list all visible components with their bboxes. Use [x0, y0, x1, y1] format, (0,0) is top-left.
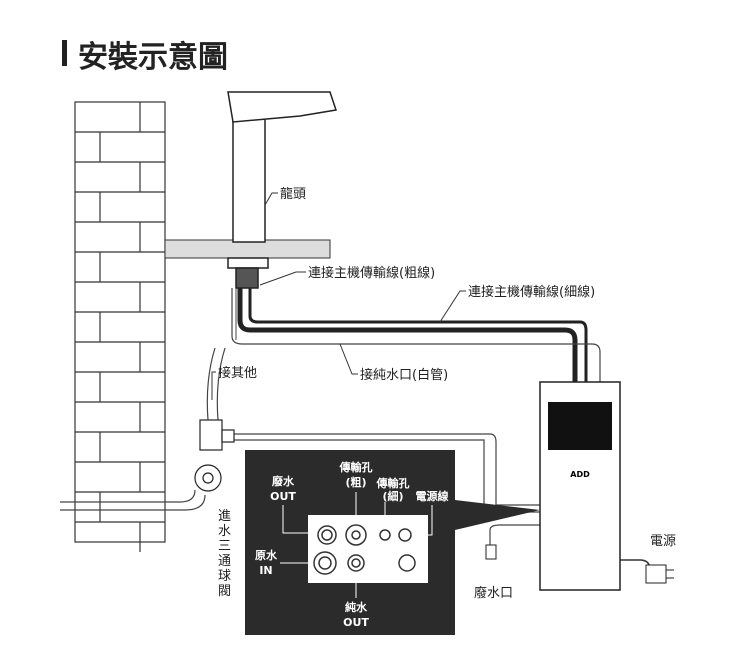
label-raw-in-en: IN — [259, 564, 272, 577]
label-pure-out-en: OUT — [343, 616, 369, 629]
label-port-thick-sub: (粗) — [345, 475, 366, 489]
panel-pointer — [455, 500, 540, 530]
label-connect-other: 接其他 — [218, 365, 257, 381]
label-drain: 廢水口 — [474, 586, 513, 601]
label-faucet: 龍頭 — [280, 186, 306, 202]
label-thick-cable: 連接主機傳輸線(粗線) — [308, 265, 435, 281]
label-waste-out: 廢水 — [272, 474, 295, 488]
valve-char: 水 — [218, 524, 231, 539]
power-plug-icon — [645, 564, 674, 584]
valve-char: 球 — [218, 569, 231, 584]
label-waste-out-en: OUT — [270, 490, 296, 503]
label-raw-in: 原水 — [255, 548, 278, 562]
label-thin-cable: 連接主機傳輸線(細線) — [468, 284, 595, 300]
label-pure-water: 接純水口(白管) — [360, 367, 448, 383]
page-title: 安裝示意圖 — [78, 40, 228, 75]
title-bar-mark — [62, 40, 67, 66]
label-port-thin-sub: (細) — [382, 489, 403, 503]
brick-wall — [74, 101, 166, 552]
label-power-cord: 電源線 — [416, 489, 449, 503]
port-circles — [313, 524, 416, 575]
drain-outlet — [485, 544, 497, 560]
panel-leaders — [280, 492, 433, 598]
inlet-valve — [194, 419, 235, 492]
purifier-unit: ADD — [539, 381, 621, 591]
unit-brand: ADD — [570, 470, 590, 479]
label-pure-out: 純水 — [345, 600, 368, 614]
label-power: 電源 — [650, 534, 676, 549]
label-leaders — [211, 192, 466, 400]
faucet — [227, 91, 337, 289]
valve-char: 進 — [218, 509, 231, 524]
label-inlet-valve: 進 水 三 通 球 閥 — [218, 509, 231, 599]
valve-char: 通 — [218, 554, 231, 569]
valve-char: 三 — [218, 539, 231, 554]
label-port-thin: 傳輸孔 — [376, 476, 410, 490]
label-port-thick: 傳輸孔 — [339, 460, 373, 474]
valve-char: 閥 — [218, 584, 231, 599]
